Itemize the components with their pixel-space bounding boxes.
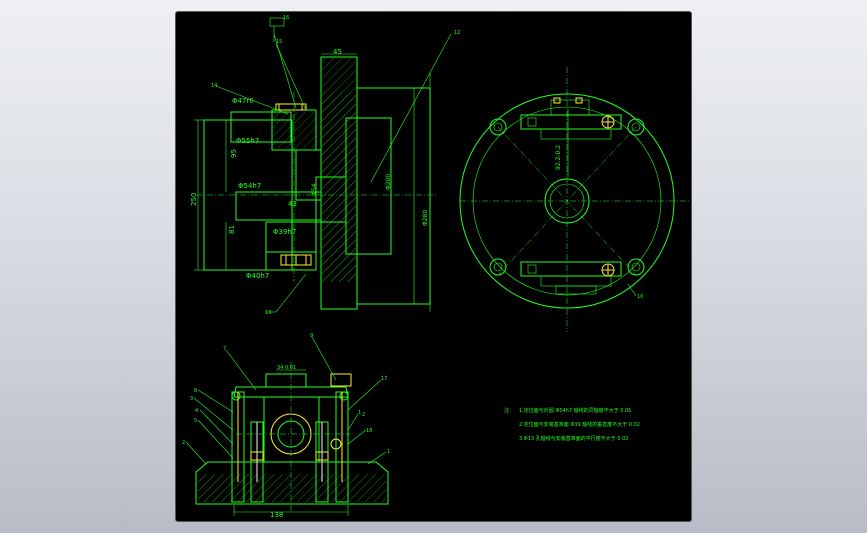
callout-bv-3: 17 bbox=[381, 376, 387, 382]
callout-bv-5: 3 bbox=[190, 396, 193, 402]
dim-phi200: Φ200 bbox=[385, 174, 392, 190]
drawing-sheet: Φ47r6 Φ55h7 Φ54h7 Φ39h7 Φ40h7 45 43 250 … bbox=[176, 12, 691, 521]
callout-bv-11: 2 bbox=[362, 412, 365, 418]
callout-bv-9: 1 bbox=[358, 410, 361, 416]
section-view bbox=[194, 17, 452, 313]
bolt-head bbox=[275, 103, 307, 111]
dim-phi54: Φ54h7 bbox=[238, 182, 261, 190]
callout-bv-12: 1 bbox=[387, 449, 390, 455]
dim-phi55: Φ55h7 bbox=[236, 137, 259, 145]
dim-250: 250 bbox=[190, 193, 198, 206]
dim-phi39: Φ39h7 bbox=[273, 228, 296, 236]
cad-drawing: Φ47r6 Φ55h7 Φ54h7 Φ39h7 Φ40h7 45 43 250 … bbox=[182, 15, 690, 519]
shaft-middle bbox=[235, 191, 322, 221]
base bbox=[195, 461, 389, 505]
dim-phi280: Φ280 bbox=[422, 210, 429, 226]
dim-92: 92.2-0.2 bbox=[555, 145, 562, 170]
dim-34: 34 0.01 bbox=[277, 365, 296, 371]
callout-bv-1: 7 bbox=[223, 346, 226, 352]
callout-bv-8: 2 bbox=[182, 440, 185, 446]
callout-13: 13 bbox=[265, 310, 271, 316]
note-line-1: 1.定位面与外圆 Φ54h7 轴线的同轴度不大于 0.05 bbox=[519, 407, 631, 414]
side-view bbox=[185, 336, 389, 516]
callout-16: 16 bbox=[283, 15, 289, 21]
dim-95: 95 bbox=[230, 149, 238, 158]
front-view bbox=[459, 67, 690, 332]
dim-phi40: Φ40h7 bbox=[246, 272, 269, 280]
pin-block bbox=[265, 251, 317, 271]
dim-138: 138 bbox=[270, 511, 283, 519]
callout-12: 12 bbox=[454, 30, 460, 36]
callout-bv-4: 8 bbox=[194, 388, 197, 394]
notes-heading: 注： bbox=[504, 407, 514, 414]
callout-10: 10 bbox=[637, 294, 643, 300]
dim-45: 45 bbox=[333, 48, 342, 56]
callout-bv-10: 18 bbox=[366, 428, 372, 434]
note-line-3: 3.Φ13 孔轴线与安装基准面的平行度不大于 0.02 bbox=[519, 435, 628, 442]
callout-15: 15 bbox=[276, 39, 282, 45]
callout-bv-6: 4 bbox=[195, 408, 198, 414]
dim-43: 43 bbox=[288, 200, 297, 208]
callout-bv-7: 5 bbox=[194, 418, 197, 424]
note-line-2: 2.定位面与安装基准面 Φ39 轴线的垂直度不大于 0.02 bbox=[519, 421, 640, 428]
dim-phi54b: Φ54 bbox=[311, 183, 318, 196]
dim-81: 81 bbox=[228, 225, 236, 234]
dim-phi47: Φ47r6 bbox=[232, 97, 254, 105]
plate-hatch-top bbox=[322, 58, 356, 92]
technical-notes: 注： 1.定位面与外圆 Φ54h7 轴线的同轴度不大于 0.05 2.定位面与安… bbox=[504, 407, 640, 442]
callout-14: 14 bbox=[211, 83, 217, 89]
callout-bv-2: 9 bbox=[310, 333, 313, 339]
plate-hatch bbox=[322, 92, 356, 282]
flange-body bbox=[356, 87, 431, 305]
